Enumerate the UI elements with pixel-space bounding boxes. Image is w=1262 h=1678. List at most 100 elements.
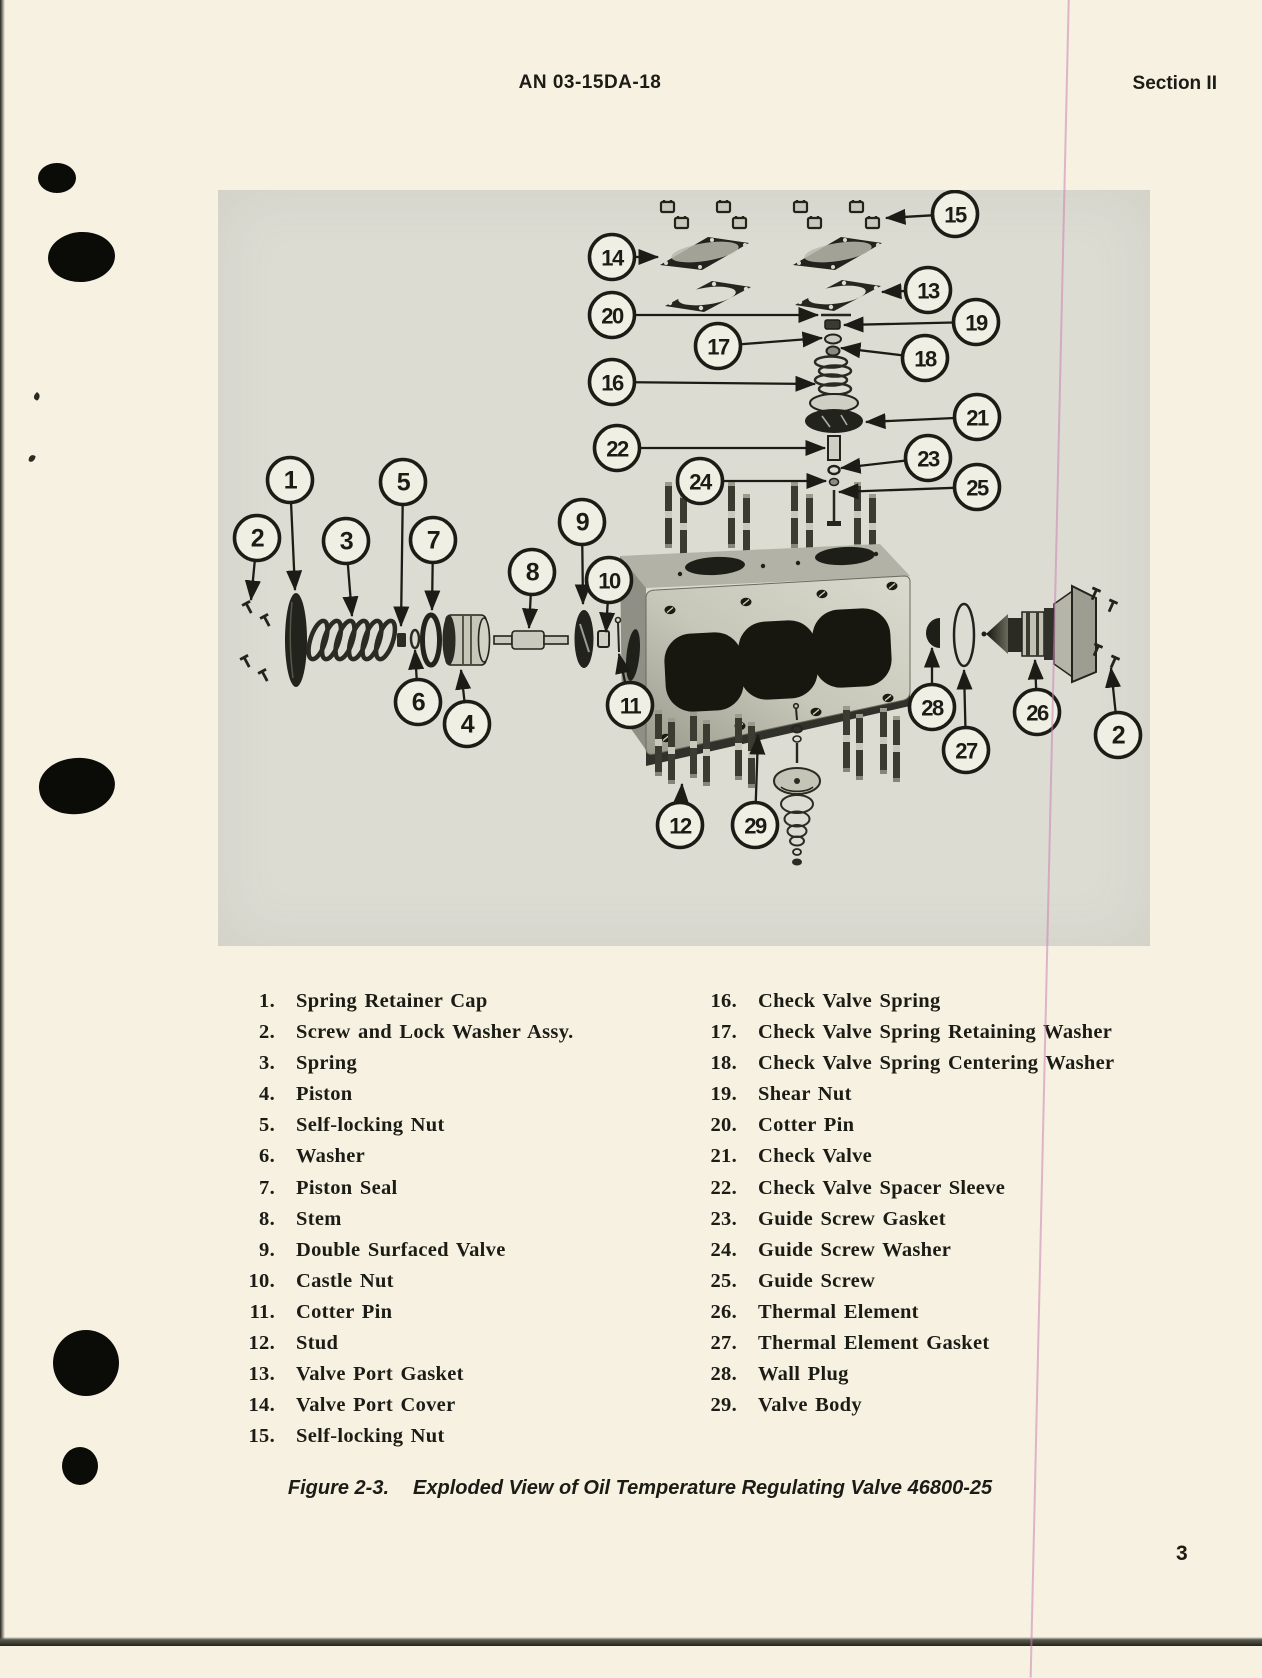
callout-circle (930, 189, 980, 239)
callout-circle (587, 232, 637, 282)
guide-screw-gasket-part (827, 464, 841, 476)
callout-arrow (522, 594, 539, 630)
spring-retainer-cap-part (285, 593, 307, 687)
part-row: 21.Check Valve (648, 1145, 1148, 1176)
callout-3: 3 (321, 516, 371, 618)
callout-2: 2 (232, 513, 282, 602)
part-name: Guide Screw (758, 1269, 876, 1292)
part-number: 14. (248, 1394, 275, 1417)
part-number: 11. (249, 1300, 275, 1323)
callout-arrow (673, 782, 690, 804)
part-number: 24. (710, 1238, 737, 1261)
part-number: 4. (259, 1083, 275, 1106)
callout-number: 12 (669, 814, 692, 839)
part-number: 8. (259, 1207, 275, 1230)
callout-arrow (393, 504, 410, 628)
callout-circle (587, 290, 637, 340)
part-number: 17. (710, 1021, 737, 1044)
part-name: Wall Plug (758, 1363, 849, 1386)
callout-circle (900, 333, 950, 383)
callout-circle (952, 462, 1002, 512)
self-locking-nut-part (397, 633, 406, 647)
part-row: 8.Stem (205, 1208, 635, 1239)
callout-circle (408, 515, 458, 565)
callout-number: 15 (944, 203, 967, 228)
callout-number: 1 (284, 467, 298, 495)
part-name: Cotter Pin (296, 1300, 393, 1323)
valve-port-gasket-left (665, 281, 751, 312)
callout-arrow (1027, 658, 1044, 690)
part-name: Valve Port Gasket (296, 1363, 464, 1386)
valve-port-gasket-right (795, 280, 881, 311)
page-number: 3 (1176, 1542, 1188, 1565)
callout-arrow (839, 342, 903, 359)
part-name: Stud (296, 1332, 339, 1355)
part-name: Self-locking Nut (296, 1425, 445, 1448)
callout-circle (557, 497, 607, 547)
callout-number: 10 (598, 569, 621, 594)
callout-8: 8 (507, 547, 557, 630)
part-row: 14.Valve Port Cover (205, 1394, 635, 1425)
callout-26: 26 (1012, 658, 1062, 737)
part-number: 5. (259, 1114, 275, 1137)
callout-1: 1 (265, 455, 315, 592)
callout-arrow (342, 563, 359, 618)
part-row: 24. Guide Screw Washer (648, 1239, 1148, 1270)
callout-circle (903, 433, 953, 483)
callout-arrow (634, 375, 817, 392)
part-row: 9.Double Surfaced Valve (205, 1239, 635, 1270)
part-name: Thermal Element (758, 1300, 919, 1323)
part-row: 20.Cotter Pin (648, 1114, 1148, 1145)
part-number: 26. (710, 1300, 737, 1323)
callout-12: 12 (655, 782, 705, 850)
callout-circle (730, 800, 780, 850)
callout-arrow (424, 562, 441, 612)
doc-number: AN 03-15DA-18 (518, 72, 662, 93)
part-name: Guide Screw Washer (758, 1238, 952, 1261)
part-number: 12. (248, 1332, 275, 1355)
callout-circle (507, 547, 557, 597)
callout-number: 6 (412, 689, 425, 717)
part-name: Self-locking Nut (296, 1114, 445, 1137)
callout-27: 27 (941, 668, 991, 775)
part-name: Castle Nut (296, 1269, 394, 1292)
callout-circle (1093, 710, 1143, 760)
callout-number: 2 (1112, 722, 1125, 750)
page-edge-shadow-bottom (0, 1637, 1262, 1646)
part-number: 13. (248, 1363, 275, 1386)
part-number: 6. (259, 1145, 275, 1168)
figure-caption-title: Exploded View of Oil Temperature Regulat… (413, 1477, 993, 1499)
callout-circle (321, 516, 371, 566)
callout-10: 10 (584, 555, 634, 634)
part-name: Check Valve Spring Centering Washer (758, 1052, 1115, 1075)
callout-number: 24 (689, 470, 713, 495)
part-name: Double Surfaced Valve (296, 1238, 506, 1261)
callout-circle (675, 456, 725, 506)
callout-circle (265, 455, 315, 505)
part-row: 29.Valve Body (648, 1394, 1148, 1425)
callout-19: 19 (842, 297, 1001, 347)
part-name: Cotter Pin (758, 1114, 855, 1137)
part-row: 11. Cotter Pin (205, 1301, 635, 1332)
callout-arrow (864, 413, 955, 430)
callout-circle (605, 680, 655, 730)
callout-arrow (408, 648, 425, 680)
part-number: 25. (710, 1269, 737, 1292)
part-number: 23. (710, 1207, 737, 1230)
callout-circle (941, 725, 991, 775)
double-surfaced-valve-part (574, 610, 594, 668)
callout-number: 13 (917, 279, 940, 304)
part-row: 25. Guide Screw (648, 1270, 1148, 1301)
callout-arrow (749, 733, 766, 803)
callout-circle (951, 297, 1001, 347)
callout-number: 29 (744, 814, 767, 839)
part-name: Check Valve Spring Retaining Washer (758, 1021, 1113, 1044)
callout-number: 9 (576, 509, 589, 537)
callout-circle (952, 392, 1002, 442)
screw-lock-washer-left (238, 599, 275, 685)
callout-arrow (455, 668, 472, 702)
part-row: 3.Spring (205, 1052, 635, 1083)
